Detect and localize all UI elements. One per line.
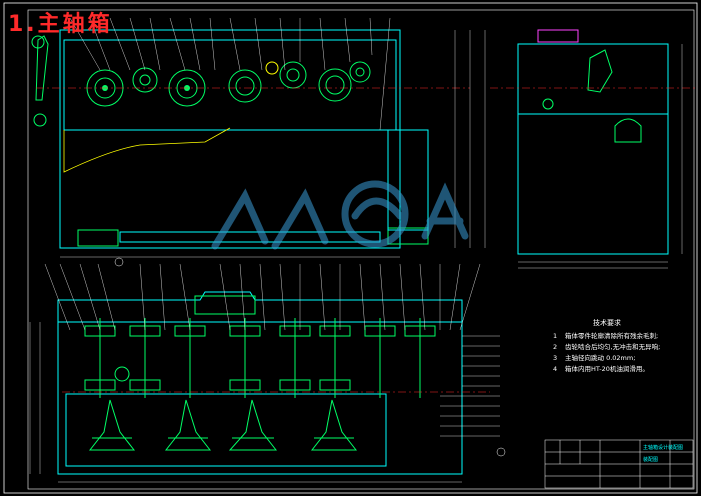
lever-arm	[35, 35, 49, 101]
left-foot	[77, 229, 119, 247]
note-item: 4 箱体内用HT-20机油润滑用。	[553, 364, 660, 375]
side-view	[490, 29, 695, 269]
drawing-frame	[3, 2, 698, 494]
gear-7	[349, 61, 371, 83]
section-detail-marker	[114, 257, 124, 267]
lower-cavity-contour	[63, 127, 231, 173]
title-block-name: 主轴箱设计装配图	[643, 445, 684, 451]
gear-5	[279, 61, 307, 89]
gearbox-housing-outline	[59, 29, 401, 249]
section-leader-lines	[44, 263, 500, 437]
side-view-arch	[614, 118, 642, 143]
title-block-type: 装配图	[643, 457, 659, 463]
drawing-inner-frame	[27, 9, 695, 490]
front-view-leader-lines	[69, 17, 391, 131]
note-number: 4	[553, 365, 558, 373]
side-view-housing	[517, 43, 669, 255]
side-view-shift-fork	[587, 49, 613, 93]
section-pulleys	[88, 399, 358, 451]
side-view-dimensions	[518, 44, 683, 269]
lever-knob	[31, 35, 45, 49]
section-gear-bands	[84, 325, 436, 391]
section-shafts	[99, 318, 421, 398]
title-block	[544, 439, 694, 489]
side-lug	[387, 129, 429, 231]
bottom-rail	[119, 231, 381, 243]
note-number: 3	[553, 354, 558, 362]
drawing-title: 1.主轴箱	[8, 12, 113, 37]
note-text: 箱体零件轮廓清除所有残余毛刺;	[565, 332, 659, 340]
side-view-bolt	[542, 98, 554, 110]
gear-6	[318, 68, 352, 102]
section-inner-wall	[65, 393, 387, 467]
front-view	[31, 17, 486, 258]
note-text: 齿轮啮合后均匀,无冲击和无异响;	[565, 343, 661, 351]
front-view-dimensions	[60, 30, 486, 258]
section-housing	[57, 321, 463, 475]
note-number: 2	[553, 343, 558, 351]
side-view-bracket	[537, 29, 579, 43]
gear-2	[132, 67, 158, 93]
note-text: 主轴径向跳动 0.02mm;	[565, 354, 636, 362]
gear-4	[228, 69, 262, 103]
lever-pivot	[33, 113, 47, 127]
section-detail-marker-2	[496, 447, 506, 457]
side-view-cover	[517, 43, 669, 115]
small-gear-center	[265, 61, 279, 75]
note-item: 1 箱体零件轮廓清除所有残余毛刺;	[553, 331, 660, 342]
section-top-flange	[194, 295, 256, 315]
note-item: 3 主轴径向跳动 0.02mm;	[553, 353, 660, 364]
note-item: 2 齿轮啮合后均匀,无冲击和无异响;	[553, 342, 660, 353]
section-view	[29, 257, 506, 483]
note-text: 箱体内用HT-20机油润滑用。	[565, 365, 649, 373]
section-sight-glass	[114, 366, 130, 382]
note-number: 1	[553, 332, 558, 340]
technical-notes-heading: 技术要求	[593, 319, 621, 327]
section-dimensions	[29, 322, 462, 483]
section-top-profile	[57, 291, 463, 322]
gearbox-upper-cover	[63, 39, 397, 131]
